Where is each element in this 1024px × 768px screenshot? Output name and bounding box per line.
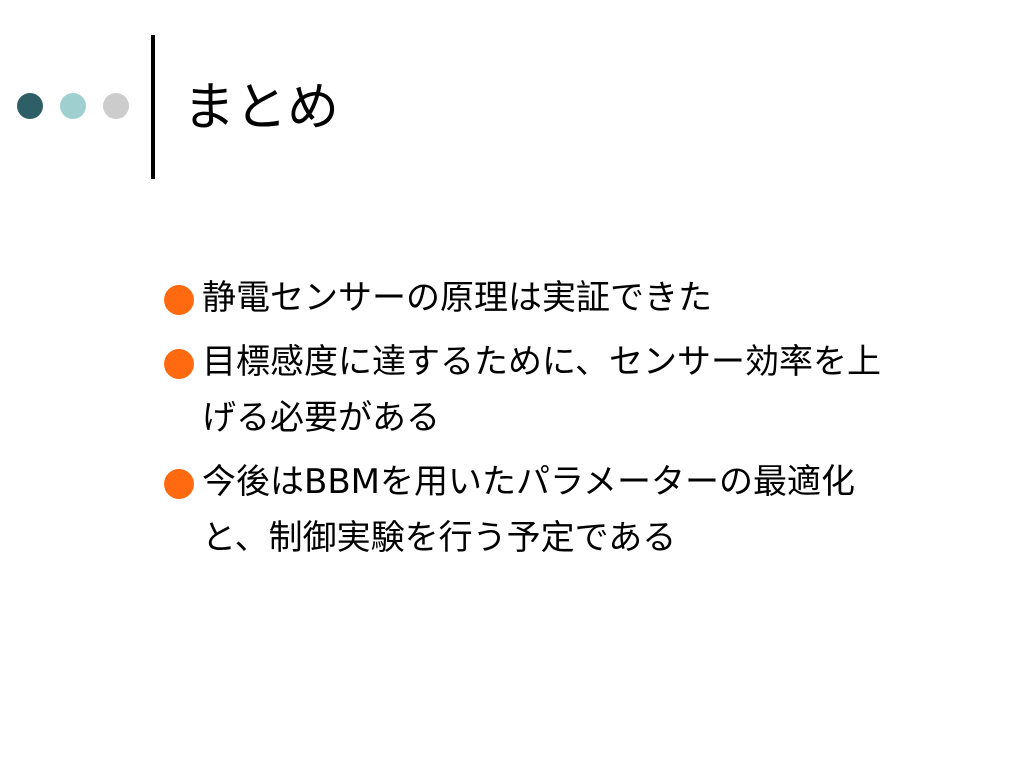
decorative-dot-icon xyxy=(103,93,129,119)
bullet-item: 静電センサーの原理は実証できた xyxy=(164,270,904,326)
bullet-text: 今後はBBMを用いたパラメーターの最適化と、制御実験を行う予定である xyxy=(202,462,855,558)
bullet-item: 目標感度に達するために、センサー効率を上げる必要がある xyxy=(164,334,904,446)
circle-bullet-icon xyxy=(164,285,194,315)
slide-title: まとめ xyxy=(183,78,340,138)
decorative-dot-icon xyxy=(17,93,43,119)
circle-bullet-icon xyxy=(164,469,194,499)
bullet-text: 静電センサーの原理は実証できた xyxy=(202,278,712,318)
bullet-list: 静電センサーの原理は実証できた 目標感度に達するために、センサー効率を上げる必要… xyxy=(164,270,904,574)
decorative-dot-icon xyxy=(60,93,86,119)
bullet-text: 目標感度に達するために、センサー効率を上げる必要がある xyxy=(202,342,881,438)
bullet-item: 今後はBBMを用いたパラメーターの最適化と、制御実験を行う予定である xyxy=(164,454,904,566)
title-divider xyxy=(151,35,155,179)
circle-bullet-icon xyxy=(164,349,194,379)
